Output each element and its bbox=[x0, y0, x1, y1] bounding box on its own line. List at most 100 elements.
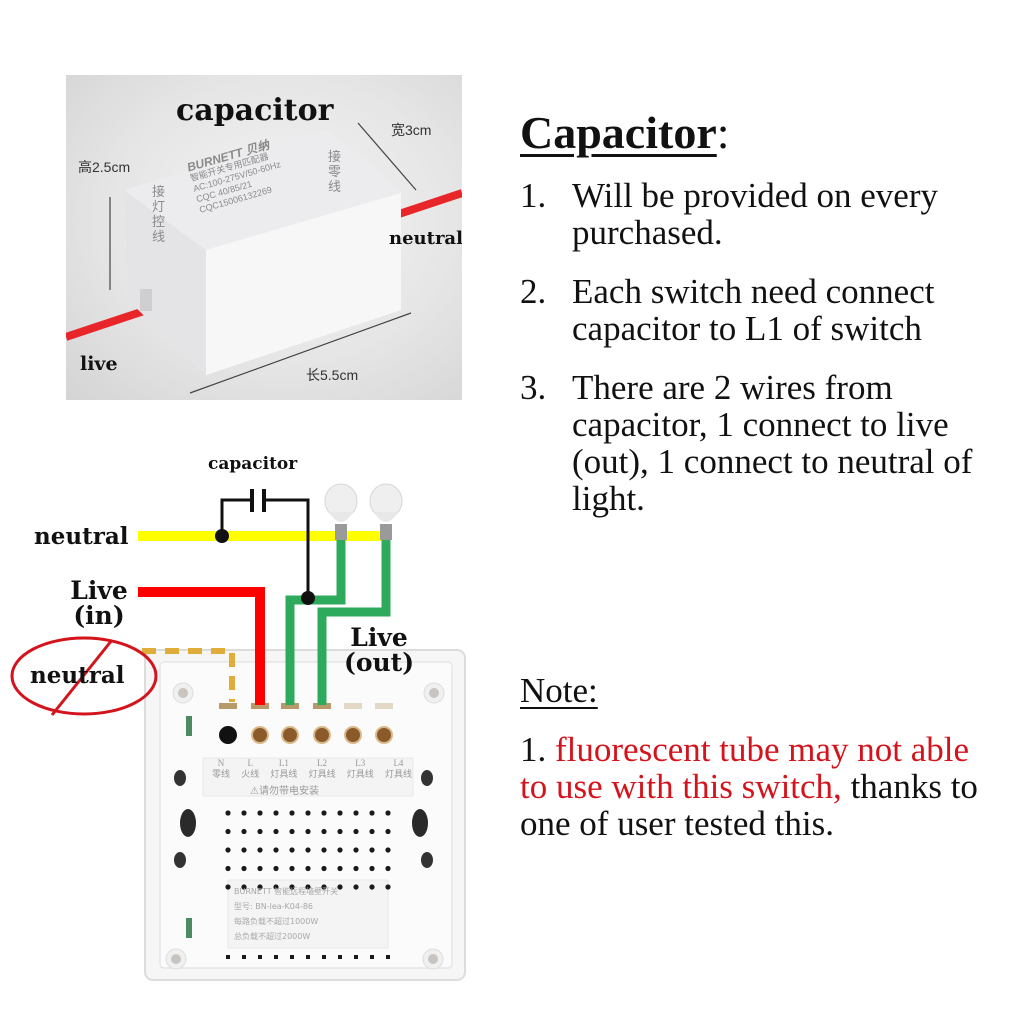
terminal-hole-l4 bbox=[375, 726, 393, 744]
width-dim-line bbox=[357, 122, 417, 191]
install-warning: ⚠请勿带电安装 bbox=[250, 786, 319, 797]
capacitor-side-left-print: 接灯控线 bbox=[152, 185, 166, 245]
photo-title: capacitor bbox=[176, 93, 334, 128]
vent-hole bbox=[225, 847, 231, 853]
vent-hole bbox=[369, 847, 375, 853]
capacitor-info: Capacitor: 1.Will be provided on every p… bbox=[520, 107, 1000, 539]
terminal-screw-l2 bbox=[313, 703, 331, 709]
note-rest-text: thanks to one of user tested this. bbox=[520, 766, 978, 843]
vent-hole bbox=[225, 865, 231, 872]
list-item-text: There are 2 wires from capacitor, 1 conn… bbox=[572, 367, 973, 518]
vent-slot bbox=[354, 955, 358, 959]
terminal-cn: 灯具线 bbox=[384, 769, 412, 779]
photo-live-label: live bbox=[80, 353, 118, 375]
plate-spec-line2: 型号: BN-lea-K04-86 bbox=[234, 902, 314, 911]
light-bulb-2 bbox=[369, 483, 403, 540]
vent-slot bbox=[242, 955, 246, 959]
vent-hole bbox=[225, 810, 231, 816]
vent-hole bbox=[353, 847, 359, 853]
vent-hole bbox=[321, 828, 327, 835]
terminal-cn: 零线 bbox=[212, 769, 231, 779]
vent-hole bbox=[369, 884, 375, 890]
vent-hole bbox=[257, 884, 263, 890]
note-text: 1. fluorescent tube may not able to use … bbox=[520, 731, 1000, 842]
vent-hole bbox=[225, 828, 231, 835]
list-item: 3.There are 2 wires from capacitor, 1 co… bbox=[520, 369, 1000, 517]
not-used-cross-out bbox=[10, 636, 158, 716]
vent-slot bbox=[370, 955, 374, 959]
live-out-label-line1: Live bbox=[350, 623, 408, 652]
vent-hole bbox=[353, 865, 359, 872]
capacitor-symbol bbox=[215, 489, 315, 605]
terminal-code: L3 bbox=[355, 758, 366, 768]
vent-slot bbox=[274, 955, 278, 959]
vent-slot bbox=[290, 955, 294, 959]
list-item: 2.Each switch need connect capacitor to … bbox=[520, 273, 1000, 347]
vent-hole bbox=[337, 828, 343, 835]
plate-spec-line3: 每路负载不超过1000W bbox=[234, 917, 319, 926]
capacitor-box-front bbox=[206, 193, 401, 375]
vent-hole bbox=[337, 847, 343, 853]
terminal-screw-l bbox=[251, 703, 269, 709]
terminal-cn: 灯具线 bbox=[270, 769, 298, 779]
terminal-code: L1 bbox=[278, 758, 289, 768]
vent-slot bbox=[338, 955, 342, 959]
vent-hole bbox=[257, 810, 263, 816]
terminal-code: L4 bbox=[393, 758, 404, 768]
vent-hole bbox=[385, 865, 391, 872]
vent-hole bbox=[369, 810, 375, 816]
terminal-hole-l2 bbox=[313, 726, 331, 744]
plate-spec-line1: BURNETT 智能远程墙壁开关 bbox=[234, 887, 339, 896]
vent-hole bbox=[305, 884, 311, 890]
vent-hole bbox=[385, 810, 391, 816]
list-item-number: 1. bbox=[520, 175, 547, 215]
light-bulb-1 bbox=[324, 483, 358, 540]
vent-hole bbox=[241, 847, 247, 853]
wiring-diagram: capacitor neutral Live (in) Live (out) n… bbox=[0, 440, 500, 1000]
unused-neutral-wire bbox=[142, 648, 235, 702]
live-in-label-line1: Live bbox=[70, 576, 128, 605]
live-in-label-line2: (in) bbox=[73, 601, 125, 630]
terminal-code: N bbox=[217, 758, 225, 768]
list-item-text: Will be provided on every purchased. bbox=[572, 175, 938, 252]
note-warning-text: fluorescent tube may not able to use wit… bbox=[520, 729, 970, 806]
vent-hole bbox=[353, 810, 359, 816]
vent-hole bbox=[385, 828, 391, 835]
vent-slot bbox=[258, 955, 262, 959]
terminal-cn: 火线 bbox=[241, 769, 260, 779]
neutral-wire bbox=[394, 189, 462, 219]
vent-slot bbox=[386, 955, 390, 959]
vent-hole bbox=[241, 810, 247, 816]
vent-hole bbox=[257, 847, 263, 853]
vent-hole bbox=[321, 884, 327, 890]
live-out-wire-1 bbox=[285, 540, 346, 705]
capacitor-info-list: 1. Will be provided on every purchased. 2… bbox=[520, 177, 1000, 517]
live-out-label-line2: (out) bbox=[344, 648, 415, 677]
height-dimension: 高2.5cm bbox=[78, 159, 131, 175]
vent-hole bbox=[273, 828, 279, 835]
vent-hole bbox=[257, 828, 263, 835]
note-section: Note: 1. fluorescent tube may not able t… bbox=[520, 671, 1000, 842]
length-dimension: 长5.5cm bbox=[306, 367, 359, 383]
diagram-capacitor-label: capacitor bbox=[208, 454, 298, 474]
vent-hole bbox=[337, 865, 343, 872]
note-heading: Note: bbox=[520, 671, 598, 710]
vent-hole bbox=[353, 828, 359, 835]
width-dimension: 宽3cm bbox=[391, 122, 432, 138]
terminal-hole-l1 bbox=[281, 726, 299, 744]
vent-hole bbox=[369, 828, 375, 835]
list-item-text: Each switch need connect capacitor to L1… bbox=[572, 271, 935, 348]
vent-hole bbox=[273, 810, 279, 816]
photo-neutral-label: neutral bbox=[389, 228, 462, 249]
vent-hole bbox=[305, 847, 311, 853]
terminal-screw-l3 bbox=[344, 703, 362, 709]
capacitor-illustration bbox=[66, 122, 462, 394]
vent-hole bbox=[257, 865, 263, 872]
terminal-screw-n bbox=[219, 703, 237, 709]
live-in-label: Live (in) bbox=[68, 578, 130, 628]
vent-hole bbox=[273, 884, 279, 890]
